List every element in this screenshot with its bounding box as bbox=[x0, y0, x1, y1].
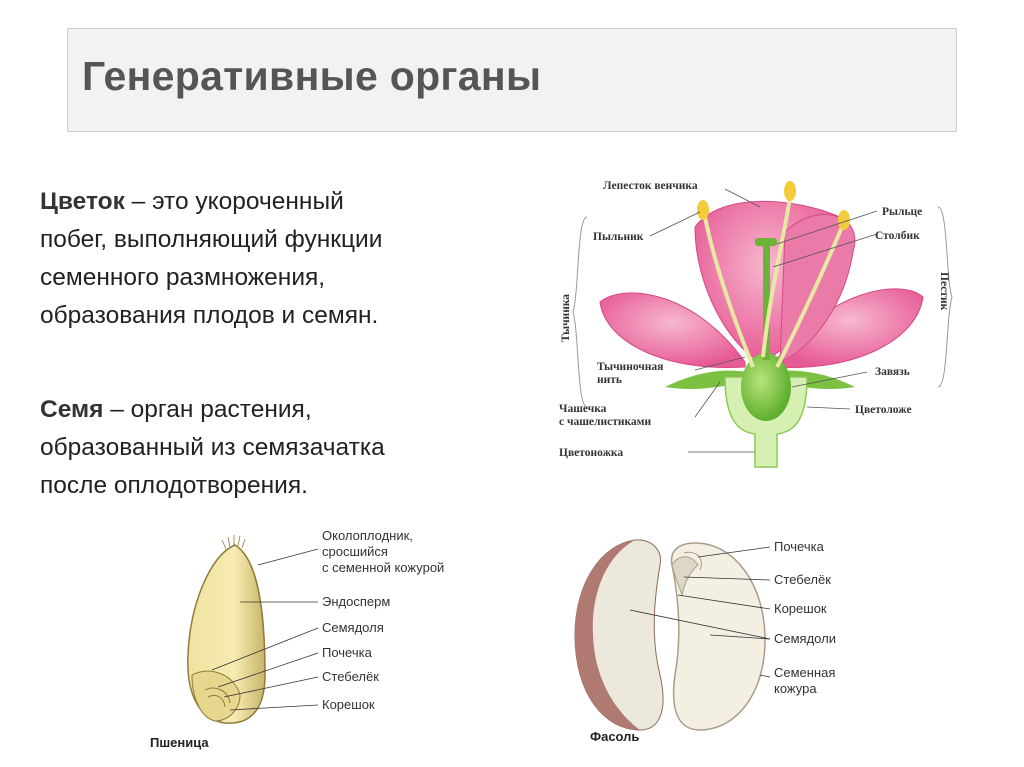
label-pistil: Пестик bbox=[938, 272, 950, 311]
seed-def-line3: после оплодотворения. bbox=[40, 472, 308, 499]
slide-title: Генеративные органы bbox=[82, 53, 542, 99]
flower-term: Цветок bbox=[40, 188, 125, 215]
label-style: Столбик bbox=[875, 230, 920, 242]
wheat-diagram: Околоплодник, сросшийся с семенной кожур… bbox=[150, 528, 444, 750]
anther-2 bbox=[784, 181, 796, 201]
label-stigma: Рыльце bbox=[882, 206, 922, 218]
flower-def-line3: семенного размножения, bbox=[40, 264, 326, 291]
stigma bbox=[755, 238, 777, 246]
label-calyx-2: с чашелистиками bbox=[559, 416, 652, 428]
label-stem: Стебелёк bbox=[322, 669, 379, 684]
ovary bbox=[741, 353, 791, 421]
style bbox=[763, 244, 770, 360]
label-root: Корешок bbox=[322, 697, 375, 712]
label-pericarp-2: сросшийся bbox=[322, 544, 388, 559]
label-filament-1: Тычиночная bbox=[597, 361, 663, 373]
label-bud: Почечка bbox=[322, 645, 373, 660]
label-bean-bud: Почечка bbox=[774, 539, 825, 554]
label-pericarp-1: Околоплодник, bbox=[322, 528, 413, 543]
flower-diagram: Лепесток венчика Пыльник Рыльце Столбик … bbox=[559, 180, 953, 468]
flower-def-line1: – это укороченный bbox=[124, 188, 344, 215]
flower-definition: Цветок – это укороченный побег, выполняю… bbox=[40, 183, 382, 335]
seed-term: Семя bbox=[40, 396, 104, 423]
label-calyx-1: Чашечка bbox=[559, 403, 607, 415]
petal-left bbox=[599, 292, 746, 369]
label-stamen: Тычинка bbox=[560, 294, 572, 342]
label-receptacle: Цветоложе bbox=[855, 404, 912, 416]
anther-3 bbox=[838, 210, 850, 230]
label-anther: Пыльник bbox=[593, 231, 644, 243]
seed-def-line1: – орган растения, bbox=[103, 396, 312, 423]
bean-name: Фасоль bbox=[590, 729, 639, 744]
flower-def-line2: побег, выполняющий функции bbox=[40, 226, 383, 253]
label-ovary: Завязь bbox=[875, 366, 910, 378]
label-cotyledon: Семядоля bbox=[322, 620, 384, 635]
flower-def-line4: образования плодов и семян. bbox=[40, 302, 379, 329]
label-bean-coat-1: Семенная bbox=[774, 665, 835, 680]
wheat-name: Пшеница bbox=[150, 735, 209, 750]
seed-def-line2: образованный из семязачатка bbox=[40, 434, 385, 461]
label-pericarp-3: с семенной кожурой bbox=[322, 560, 444, 575]
label-bean-root: Корешок bbox=[774, 601, 827, 616]
label-petal: Лепесток венчика bbox=[603, 180, 698, 192]
label-endosperm: Эндосперм bbox=[322, 594, 390, 609]
label-bean-stem: Стебелёк bbox=[774, 572, 831, 587]
label-bean-coat-2: кожура bbox=[774, 681, 817, 696]
anther-1 bbox=[697, 200, 709, 220]
label-pedicel: Цветоножка bbox=[559, 447, 623, 459]
label-filament-2: нить bbox=[597, 374, 622, 386]
bean-diagram: Почечка Стебелёк Корешок Семядоли Семенн… bbox=[574, 539, 836, 744]
seed-definition: Семя – орган растения, образованный из с… bbox=[40, 391, 385, 505]
title-box: Генеративные органы bbox=[67, 28, 957, 132]
label-bean-cotyledons: Семядоли bbox=[774, 631, 836, 646]
